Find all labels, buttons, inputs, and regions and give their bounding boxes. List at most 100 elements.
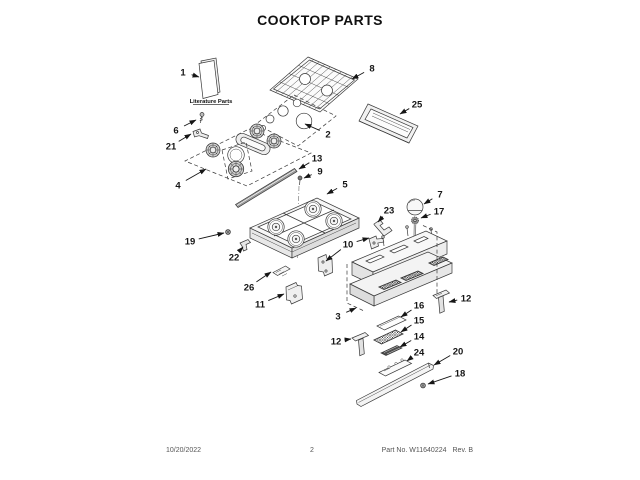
svg-text:16: 16 [414,301,425,312]
burner-box-assembly [184,123,312,187]
callout-9: 9 [303,167,323,179]
callout-18: 18 [427,369,466,385]
screw-19 [225,229,231,235]
burner-head [266,133,282,149]
washer-17 [411,216,419,225]
bracket-23 [373,219,393,237]
knob-7 [406,198,424,216]
main-cooktop [249,197,360,259]
svg-text:5: 5 [342,180,348,191]
plate-15 [373,329,404,345]
callout-8: 8 [351,64,375,80]
plate-16 [376,315,407,331]
callout-17: 17 [420,207,445,219]
footer-date: 10/20/2022 [166,447,202,454]
maintop-panel [255,94,337,147]
callout-4: 4 [175,168,207,192]
callout-19: 19 [185,232,225,248]
callout-10: 10 [325,237,370,262]
svg-text:9: 9 [317,167,322,178]
burner-grate [269,56,359,113]
callout-22: 22 [229,246,244,264]
callout-15: 15 [400,316,425,333]
svg-text:15: 15 [414,316,425,327]
svg-text:22: 22 [229,253,240,264]
svg-text:10: 10 [343,240,354,251]
callout-25: 25 [399,100,423,115]
callout-11: 11 [255,293,285,311]
svg-text:8: 8 [369,64,374,75]
callout-20: 20 [433,347,464,366]
svg-text:19: 19 [185,237,196,248]
dashed-box-3 [346,225,438,311]
cooktop-burner [267,218,285,236]
callout-5: 5 [326,180,348,195]
trim-strip-20 [356,362,434,407]
callout-21: 21 [166,133,192,153]
callout-1: 1 [180,68,200,79]
page-title: COOKTOP PARTS [257,12,383,28]
callout-26: 26 [244,271,272,294]
burner-head [205,142,221,158]
bracket-12-left [351,332,370,357]
callout-14: 14 [399,332,425,348]
bracket-21 [192,128,209,139]
burner-cap [227,160,245,178]
vent-grille [400,270,424,281]
plate-14 [380,345,403,356]
svg-text:12: 12 [461,294,472,305]
callout-12: 12 [331,337,352,348]
cooktop-burner [287,230,305,248]
callout-13: 13 [298,154,323,170]
manifold-panel [349,251,453,307]
footer-page-number: 2 [310,447,314,454]
svg-text:20: 20 [453,347,464,358]
callout-2: 2 [304,123,331,141]
svg-text:4: 4 [175,181,181,192]
svg-text:12: 12 [331,337,342,348]
oblong-burner [235,132,271,156]
svg-text:2: 2 [325,130,330,141]
bracket-12-right [432,289,451,314]
svg-text:25: 25 [412,100,423,111]
griddle [358,103,419,144]
burner-kit-box [221,141,253,180]
screw-6 [199,112,205,124]
bracket-10-right [368,235,385,250]
literature-pack [198,57,221,99]
callout-16: 16 [400,301,425,318]
screw-9 [297,175,303,186]
footer-part-number: Part No. W11640224 [381,447,447,454]
svg-text:11: 11 [255,300,266,311]
igniter-rod [234,168,298,208]
svg-text:17: 17 [434,207,445,218]
clip-22 [239,239,252,252]
svg-text:14: 14 [414,332,425,343]
cooktop-burner [325,212,343,230]
cooktop-burner [304,200,322,218]
callout-6: 6 [173,119,197,137]
svg-text:6: 6 [173,126,178,137]
svg-text:7: 7 [437,190,442,201]
svg-text:23: 23 [384,206,395,217]
svg-text:3: 3 [335,312,340,323]
callout-12: 12 [448,294,472,305]
callout-7: 7 [423,190,443,205]
svg-text:1: 1 [180,68,186,79]
vent-grille [378,279,402,290]
callout-24: 24 [406,348,425,362]
svg-text:18: 18 [455,369,466,380]
plate-26 [272,265,291,277]
burner-head [249,123,265,139]
svg-text:21: 21 [166,142,177,153]
footer-revision: Rev. B [452,447,474,454]
vent-grille [428,256,449,266]
plate-24 [378,358,413,377]
svg-text:13: 13 [312,154,323,165]
bracket-11 [285,282,303,305]
screw-18 [420,382,426,389]
literature-parts-label: Literature Parts [190,99,233,105]
footer-part-info: Part No. W11640224 Rev. B [382,447,473,454]
